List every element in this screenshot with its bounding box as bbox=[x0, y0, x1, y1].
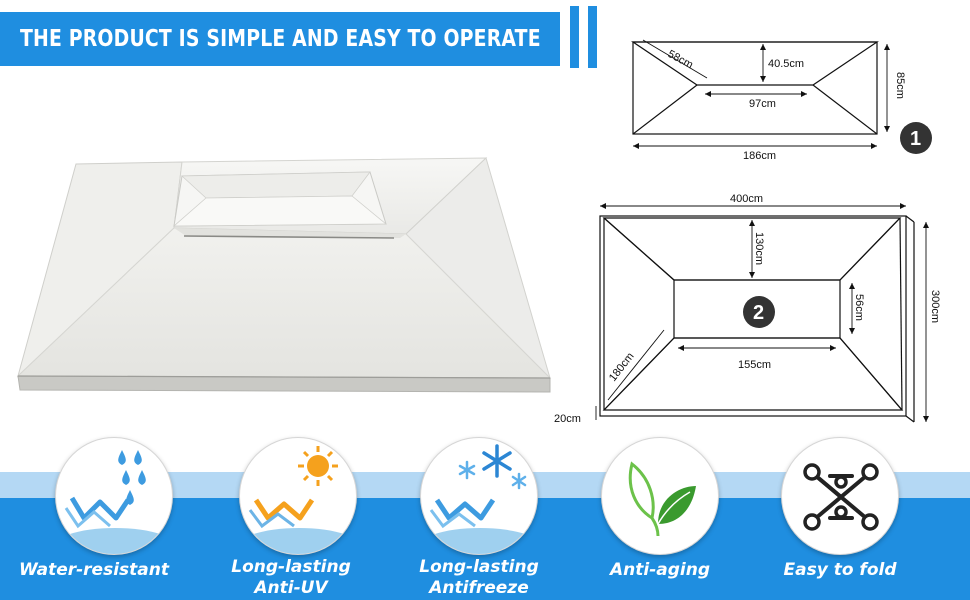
feature-label-line: Water-resistant bbox=[19, 560, 169, 580]
dim-edge-label: 20cm bbox=[554, 413, 581, 425]
dim-slant-label: 58cm bbox=[666, 48, 695, 71]
dim-slant-label: 180cm bbox=[607, 350, 637, 383]
dim-inner-height-label: 40.5cm bbox=[768, 58, 804, 70]
snowflake-icon bbox=[421, 444, 537, 554]
dim-inner-top-label: 130cm bbox=[753, 232, 765, 265]
dim-total-width-label: 400cm bbox=[730, 193, 763, 205]
feature-label-antifreeze: Long-lasting Antifreeze bbox=[384, 557, 574, 599]
folding-frame-icon bbox=[803, 463, 879, 531]
canopy-product-image bbox=[16, 157, 552, 393]
water-drops-icon bbox=[56, 450, 172, 554]
header-accent-bar bbox=[570, 6, 579, 68]
diagram-number-badge bbox=[900, 122, 932, 154]
dim-total-height-label: 85cm bbox=[894, 72, 906, 99]
feature-badge-anti-uv bbox=[239, 437, 357, 555]
feature-label-anti-uv: Long-lasting Anti-UV bbox=[196, 557, 386, 599]
canopy-dimension-diagram: 400cm 130cm 56cm 155cm 180cm 300cm 20cm … bbox=[554, 193, 941, 425]
feature-label-anti-aging: Anti-aging bbox=[565, 560, 755, 581]
feature-badge-antifreeze bbox=[420, 437, 538, 555]
sun-icon bbox=[240, 446, 356, 554]
feature-label-line: Anti-aging bbox=[609, 560, 710, 580]
feature-label-easy-to-fold: Easy to fold bbox=[745, 560, 935, 581]
dim-total-height-label: 300cm bbox=[929, 290, 941, 323]
feature-label-line: Easy to fold bbox=[783, 560, 897, 580]
diagram-number: 1 bbox=[910, 128, 921, 150]
dim-inner-width-label: 97cm bbox=[749, 98, 776, 110]
feature-badge-water-resistant bbox=[55, 437, 173, 555]
dim-total-width-label: 186cm bbox=[743, 150, 776, 162]
feature-badge-anti-aging bbox=[601, 437, 719, 555]
dim-inner-width-label: 155cm bbox=[738, 359, 771, 371]
header-banner: THE PRODUCT IS SIMPLE AND EASY TO OPERAT… bbox=[0, 12, 560, 66]
dim-inner-height-label: 56cm bbox=[853, 294, 865, 321]
diagram-number: 2 bbox=[753, 302, 764, 324]
header-accent-bar bbox=[588, 6, 597, 68]
feature-badge-easy-to-fold bbox=[781, 437, 899, 555]
feature-label-water-resistant: Water-resistant bbox=[0, 560, 189, 581]
feature-label-line: Antifreeze bbox=[429, 578, 529, 598]
leaf-icon bbox=[628, 461, 696, 537]
feature-label-line: Long-lasting bbox=[419, 557, 539, 577]
page-title: THE PRODUCT IS SIMPLE AND EASY TO OPERAT… bbox=[20, 26, 541, 52]
diagram-number-badge bbox=[743, 296, 775, 328]
feature-label-line: Long-lasting bbox=[231, 557, 351, 577]
top-vent-dimension-diagram: 58cm 40.5cm 97cm 186cm 85cm 1 bbox=[631, 39, 932, 162]
feature-label-line: Anti-UV bbox=[254, 578, 328, 598]
